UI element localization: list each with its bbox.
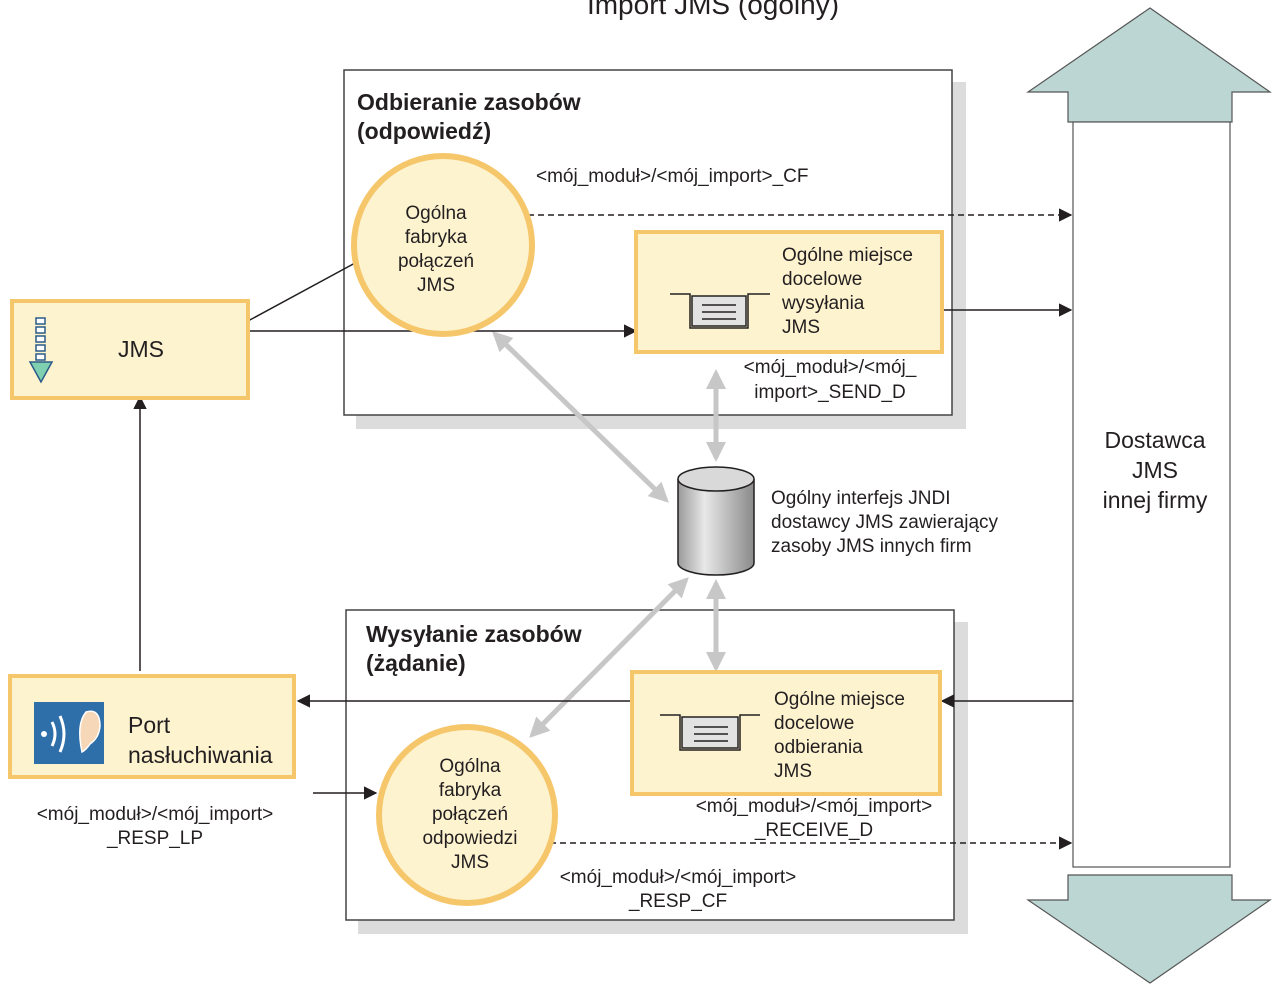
cf-bottom-line2: fabryka — [439, 780, 502, 801]
ear-listener-icon — [34, 702, 104, 764]
cf-bottom-line3: połączeń — [432, 804, 508, 825]
provider-label-line3: innej firmy — [1103, 487, 1208, 513]
send-dest-name-line2: import>_SEND_D — [754, 382, 906, 403]
cf-top-line4: JMS — [417, 275, 455, 296]
jndi-label-line2: dostawcy JMS zawierający — [771, 512, 999, 533]
listener-label-line2: nasłuchiwania — [128, 742, 273, 768]
send-destination-box: Ogólne miejsce docelowe wysyłania JMS <m… — [634, 230, 944, 403]
cf-top-line1: Ogólna — [405, 203, 467, 224]
send-dest-line3: wysyłania — [781, 293, 865, 314]
queue-icon — [660, 714, 760, 751]
recv-dest-name-line2: _RECEIVE_D — [754, 820, 873, 841]
cf-top-name: <mój_moduł>/<mój_import>_CF — [536, 166, 808, 187]
cf-bottom-name-line1: <mój_moduł>/<mój_import> — [560, 867, 797, 888]
jndi-links — [492, 331, 726, 738]
cf-bottom-line4: odpowiedzi — [422, 828, 517, 849]
recv-dest-line2: docelowe — [774, 713, 854, 734]
receive-group-title-line2: (odpowiedź) — [357, 118, 491, 144]
cf-top-line2: fabryka — [405, 227, 468, 248]
queue-icon — [670, 293, 770, 329]
listener-name-line1: <mój_moduł>/<mój_import> — [37, 804, 274, 825]
receive-destination-box: Ogólne miejsce docelowe odbierania JMS <… — [630, 670, 942, 841]
listener-name-line2: _RESP_LP — [106, 828, 203, 849]
jms-box-label: JMS — [118, 336, 164, 362]
send-dest-line1: Ogólne miejsce — [782, 245, 913, 266]
jms-export-icon — [28, 317, 54, 384]
recv-dest-name-line1: <mój_moduł>/<mój_import> — [696, 796, 933, 817]
provider-label-line1: Dostawca — [1105, 427, 1206, 453]
recv-dest-line1: Ogólne miejsce — [774, 689, 905, 710]
cf-bottom-name-line2: _RESP_CF — [628, 891, 727, 912]
send-dest-line4: JMS — [782, 317, 820, 338]
receive-group-title-line1: Odbieranie zasobów — [357, 89, 581, 115]
send-dest-line2: docelowe — [782, 269, 862, 290]
provider-label-line2: JMS — [1132, 457, 1178, 483]
jms-binding-box: JMS — [10, 299, 250, 400]
recv-dest-line4: JMS — [774, 761, 812, 782]
send-group-title-line2: (żądanie) — [366, 650, 466, 676]
listener-port-box: Port nasłuchiwania <mój_moduł>/<mój_impo… — [8, 674, 296, 849]
jndi-database: Ogólny interfejs JNDI dostawcy JMS zawie… — [677, 466, 999, 576]
cf-bottom-line5: JMS — [451, 852, 489, 873]
cf-top-line3: połączeń — [398, 251, 474, 272]
jndi-label-line3: zasoby JMS innych firm — [771, 536, 972, 557]
recv-dest-line3: odbierania — [774, 737, 863, 758]
listener-label-line1: Port — [128, 712, 171, 738]
jndi-label-line1: Ogólny interfejs JNDI — [771, 488, 951, 509]
send-group-title-line1: Wysyłanie zasobów — [366, 621, 582, 647]
send-dest-name-line1: <mój_moduł>/<mój_ — [744, 357, 917, 378]
provider-double-arrow: Dostawca JMS innej firmy — [1026, 7, 1272, 984]
diagram-title: Import JMS (ogólny) — [587, 0, 839, 20]
connection-factory-bottom: Ogólna fabryka połączeń odpowiedzi JMS <… — [376, 724, 797, 912]
connection-factory-top: Ogólna fabryka połączeń JMS <mój_moduł>/… — [351, 153, 808, 337]
cf-bottom-line1: Ogólna — [439, 756, 501, 777]
